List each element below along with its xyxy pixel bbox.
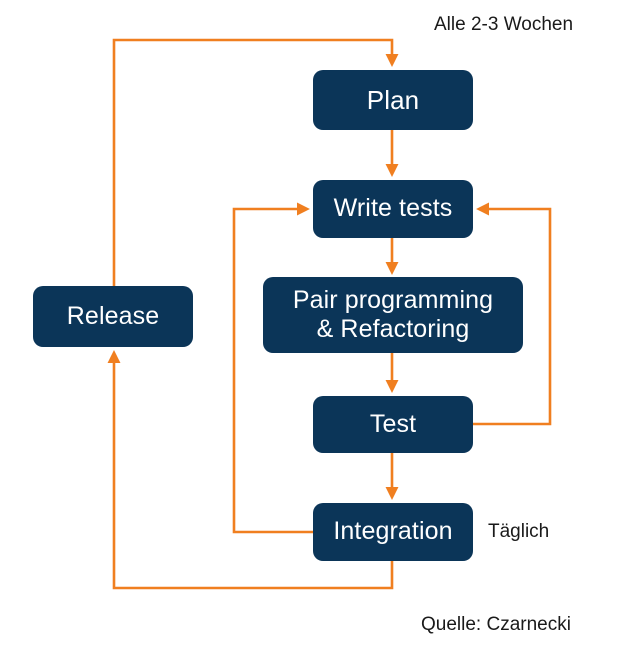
node-release[interactable]: Release [33,286,193,347]
connector-integration-to-release [107,350,394,590]
connector-integration-back-to-write-tests [232,202,313,534]
node-plan[interactable]: Plan [313,70,473,130]
node-label-release: Release [66,301,160,330]
connector-group [107,38,552,590]
connector-test-back-to-write-tests [473,202,552,426]
node-label-integration: Integration [333,517,453,546]
node-label-plan: Plan [366,84,420,115]
node-integration[interactable]: Integration [313,503,473,561]
connector-release-to-plan [112,38,399,286]
node-label-write-tests: Write tests [333,194,453,223]
source-label: Quelle: Czarnecki [421,614,571,635]
node-test[interactable]: Test [313,396,473,453]
node-label-test: Test [369,409,417,438]
cadence-label: Alle 2-3 Wochen [434,14,574,35]
node-pair-prog[interactable]: Pair programming & Refactoring [263,277,523,353]
node-label-pair-prog: Pair programming & Refactoring [292,285,494,344]
node-write-tests[interactable]: Write tests [313,180,473,238]
daily-label: Täglich [488,521,550,542]
